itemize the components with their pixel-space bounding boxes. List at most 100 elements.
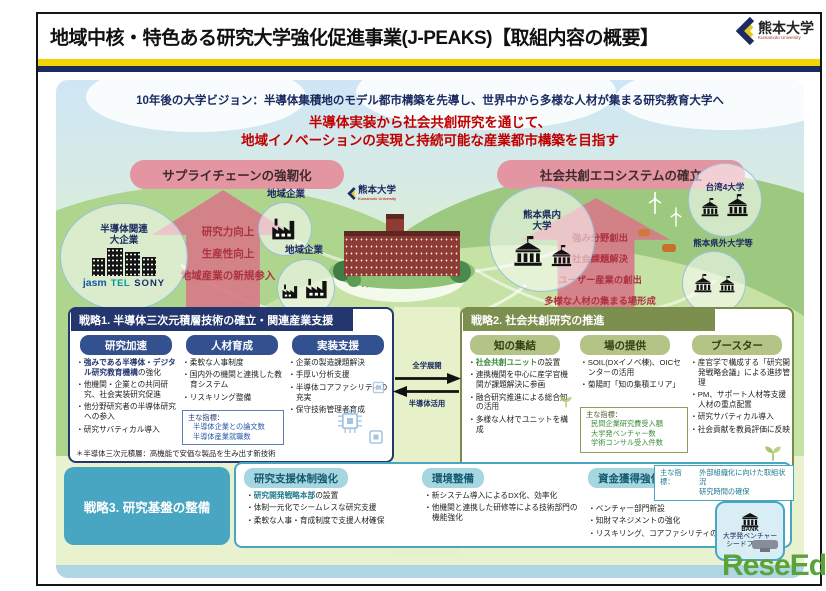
strategy2-col3-header: ブースター <box>692 335 782 355</box>
strategy1-col2-header: 人材育成 <box>186 335 278 355</box>
indicator-line: 大学発ベンチャー数 <box>591 428 656 438</box>
indicators-label: 主な指標： <box>188 413 224 422</box>
actor-label: 台湾4大学 <box>705 181 745 192</box>
chip-icon <box>372 381 385 394</box>
outside-universities-circle <box>682 251 746 315</box>
strategy1-col3-header: 実装支援 <box>292 335 384 355</box>
strategy3-col1: 研究開発戦略本部の設置 体制一元化でシームレスな研究支援 柔軟な人事・育成制度で… <box>246 491 412 528</box>
university-building-icon <box>551 244 572 267</box>
sprout-icon <box>560 397 572 408</box>
sprout-icon <box>765 446 781 461</box>
indicator-line: 外部組織化に向けた取組状況 <box>699 468 786 487</box>
logo-name: 熊本大学 <box>358 185 397 196</box>
list-item: 国内外の機関と連携した教育システム <box>182 370 284 390</box>
sony-logo: SONY <box>134 278 166 290</box>
strategy2-indicators: 主な指標： 民間企業研究費受入額 大学発ベンチャー数 学術コンサル受入件数 <box>580 407 688 453</box>
university-building-icon <box>514 235 542 266</box>
bank-line: 大学発ベンチャー <box>722 532 778 540</box>
list-item: ベンチャー部門新設 <box>588 504 768 514</box>
list-item: 柔軟な人事制度 <box>182 358 284 368</box>
page-title: 地域中核・特色ある研究大学強化促進事業(J-PEAKS)【取組内容の概要】 <box>50 28 659 49</box>
strategy3-title-box: 戦略3. 研究基盤の整備 <box>64 467 230 545</box>
strategy2-col1: 社会共創ユニットの設置 連携機関を中心に産学官機関が課題解決に参画 融合研究推進… <box>468 358 574 437</box>
bottom-accent-band <box>56 565 804 578</box>
list-item: 保守技術管理者育成 <box>288 405 392 415</box>
accent-bar-yellow <box>38 59 820 66</box>
list-item: 企業の製造課題解決 <box>288 358 392 368</box>
university-building-icon <box>701 198 719 217</box>
chevron-logo-icon <box>735 17 755 45</box>
indicator-line: 研究時間の確保 <box>699 486 750 496</box>
watermark: ReseEd <box>722 549 826 582</box>
list-item: 他機関と連携した研修等による技術部門の機能強化 <box>424 503 584 523</box>
chip-icon <box>338 409 362 433</box>
factory-icon <box>272 218 295 240</box>
effect-item: 研究力向上 <box>201 226 255 238</box>
wind-turbine-icon <box>670 207 682 227</box>
actor-label: 大学 <box>532 221 552 232</box>
exchange-right-label: 全学展開 <box>412 361 442 370</box>
strategy2-col1-header: 知の集結 <box>470 335 560 355</box>
indicators-label: 主な指標： <box>660 468 682 487</box>
vision-line2: 半導体実装から社会共創研究を通じて、 <box>308 115 552 130</box>
pref-universities-circle: 熊本県内 大学 <box>489 186 595 292</box>
exchange-left-label: 半導体活用 <box>408 399 446 408</box>
kumamoto-university-building <box>329 201 475 289</box>
strategy1-col1: 強みである半導体・デジタル研究教育機構の強化 他機関・企業との共同研究、社会実装… <box>76 358 178 437</box>
building-facade <box>344 231 460 276</box>
chip-icon <box>369 430 383 444</box>
city-buildings-icon <box>92 248 156 277</box>
taiwan-universities-circle: 台湾4大学 <box>688 163 762 237</box>
list-item: 強みである半導体・デジタル研究教育機構の強化 <box>76 358 178 378</box>
list-item: 他分野研究者の半導体研究への参入 <box>76 402 178 422</box>
effect-item: 多様な人材の集まる場形成 <box>544 296 656 306</box>
kumamoto-logo-small: 熊本大学 Kumamoto University <box>347 186 396 201</box>
strategy1-banner: 戦略1. 半導体三次元積層技術の確立・関連産業支援 <box>71 309 353 331</box>
seed-fund-box: BANK 大学発ベンチャー シードファンド <box>715 501 785 561</box>
strategy1-col2: 柔軟な人事制度 国内外の機関と連携した教育システム リスキリング整備 <box>182 358 284 405</box>
strategy3-col1-header: 研究支援体制強化 <box>244 468 348 488</box>
slide-frame: 地域中核・特色ある研究大学強化促進事業(J-PEAKS)【取組内容の概要】 熊本… <box>36 12 822 586</box>
regional-company-label: 地域企業 <box>284 245 323 256</box>
arrow-left-icon <box>393 386 459 397</box>
arrow-right-icon <box>395 373 461 384</box>
indicator-line: 半導体産業就職数 <box>193 431 251 441</box>
right-arrow-effects: 強み分野創出 社会課題解決 ユーザー産業の創出 多様な人材の集まる場形成 <box>518 230 682 314</box>
strategy1-col1-header: 研究加速 <box>80 335 172 355</box>
university-building-icon <box>694 273 711 292</box>
strategy2-col2-header: 場の提供 <box>580 335 670 355</box>
list-item: リスキリング、コアファシリティの収益化 <box>588 529 768 539</box>
semiconductor-companies-circle: 半導体関連 大企業 jasm TEL SONY <box>60 203 188 311</box>
effect-item: 生産性向上 <box>201 248 255 260</box>
list-item: 他機関・企業との共同研究、社会実装研究促進 <box>76 380 178 400</box>
list-item: 柔軟な人事・育成制度で支援人材確保 <box>246 516 412 526</box>
effect-item: 社会課題解決 <box>572 254 628 264</box>
list-item: SOIL(DXイノベ棟)、OICセンターの活用 <box>580 358 684 378</box>
indicator-line: 民間企業研究費受入額 <box>591 419 663 429</box>
bank-line: シードファンド <box>726 541 774 548</box>
list-item: 研究サバティカル導入 <box>690 412 792 422</box>
actor-label: 熊本県内 <box>522 210 561 222</box>
indicators-label: 主な指標： <box>586 410 622 419</box>
factory-icon <box>305 278 327 298</box>
strategy3-col3: ベンチャー部門新設 知財マネジメントの強化 リスキリング、コアファシリティの収益… <box>588 504 768 541</box>
accent-bar-navy <box>38 66 820 72</box>
actor-label: 大企業 <box>109 234 139 246</box>
strategy3-col2-header: 環境整備 <box>422 468 484 488</box>
university-building-icon <box>727 194 748 217</box>
list-item: 手厚い分析支援 <box>288 370 392 380</box>
list-item: 社会共創ユニットの設置 <box>468 358 574 368</box>
list-item: PM、サポート人材等支援人材の重点配置 <box>690 390 792 410</box>
logo-name: 熊本大学 <box>758 19 814 36</box>
list-item: 産官学で構成する「研究開発戦略会議」による進捗管理 <box>690 358 792 388</box>
indicator-line: 半導体企業との論文数 <box>193 422 265 432</box>
actor-label: 半導体関連 <box>100 223 148 235</box>
tree-icon <box>347 273 361 287</box>
list-item: リスキリング整備 <box>182 393 284 403</box>
supply-chain-banner: サプライチェーンの強靭化 <box>130 160 344 189</box>
list-item: 融合研究推進による総合知の活用 <box>468 393 574 413</box>
strategy1-footnote: ＊半導体三次元積層：高機能で安価な製品を生み出す新技術 <box>76 449 276 458</box>
cow-icon <box>662 244 676 252</box>
strategy3-title: 戦略3. 研究基盤の整備 <box>83 500 211 515</box>
effect-item: 地域産業の新規参入 <box>180 270 276 282</box>
